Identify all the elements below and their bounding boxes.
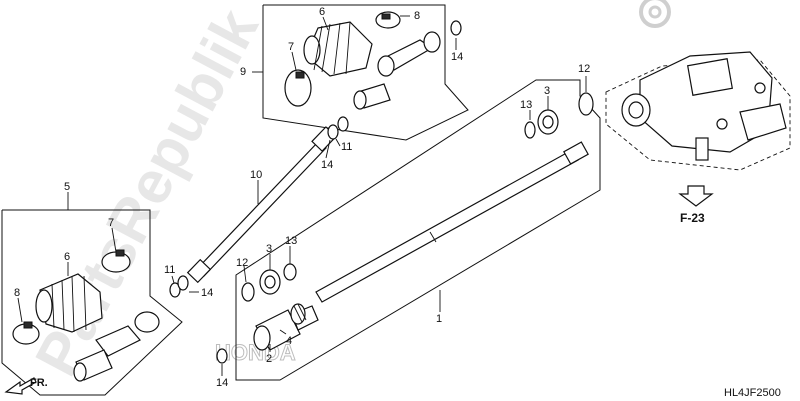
o-ring-part (169, 282, 181, 298)
clamp-band-part (284, 69, 312, 107)
o-ring-part (177, 275, 189, 291)
drive-shaft-part (186, 126, 337, 284)
front-direction-arrow (4, 377, 37, 395)
o-ring-part (578, 92, 594, 116)
lower-kit-frame (1, 209, 183, 396)
direction-label: FR. (30, 377, 48, 389)
joint-part (353, 31, 441, 110)
callout-7-left: 7 (108, 217, 114, 229)
callout-2: 2 (266, 353, 272, 365)
boot-part (35, 273, 103, 333)
o-ring-part (327, 124, 339, 140)
reference-arrow (678, 185, 714, 207)
callout-6-left: 6 (64, 251, 70, 263)
callout-8-top: 8 (414, 10, 420, 22)
o-ring-part (524, 121, 536, 139)
callout-13-low: 13 (285, 235, 297, 247)
callout-10: 10 (250, 169, 262, 181)
callout-4: 4 (286, 335, 292, 347)
callout-1: 1 (436, 313, 442, 325)
propeller-shaft-part (315, 141, 589, 303)
clamp-band-part (375, 11, 401, 29)
callout-7-top: 7 (288, 41, 294, 53)
upper-kit-frame (262, 4, 469, 141)
callout-14-mid: 14 (321, 159, 333, 171)
callout-8-left: 8 (14, 287, 20, 299)
reference-label: F-23 (680, 211, 705, 225)
gear-icon (639, 0, 671, 28)
seal-part (290, 303, 307, 325)
diagram-code: HL4JF2500 (724, 387, 781, 399)
callout-6-top: 6 (319, 6, 325, 18)
callout-14-bottom: 14 (216, 377, 228, 389)
o-ring-part (241, 282, 255, 302)
o-ring-part (450, 20, 462, 36)
oil-seal-part (259, 269, 281, 295)
callout-12-top: 12 (578, 63, 590, 75)
oil-seal-part (537, 109, 559, 135)
joint-part (73, 311, 160, 382)
callout-3-top: 3 (544, 85, 550, 97)
callout-5: 5 (64, 181, 70, 193)
clamp-band-part (12, 321, 40, 345)
callout-13-top: 13 (520, 99, 532, 111)
callout-12-low: 12 (236, 257, 248, 269)
o-ring-part (337, 116, 349, 132)
callout-11-low: 11 (164, 264, 175, 276)
callout-14-low: 14 (201, 287, 213, 299)
o-ring-part (216, 348, 228, 364)
callout-9: 9 (240, 66, 246, 78)
final-gear-case-part (621, 51, 787, 161)
callout-3-low: 3 (266, 243, 272, 255)
callout-11-mid: 11 (341, 141, 352, 153)
boot-part (303, 21, 373, 77)
o-ring-part (283, 263, 297, 281)
callout-14-top: 14 (451, 51, 463, 63)
